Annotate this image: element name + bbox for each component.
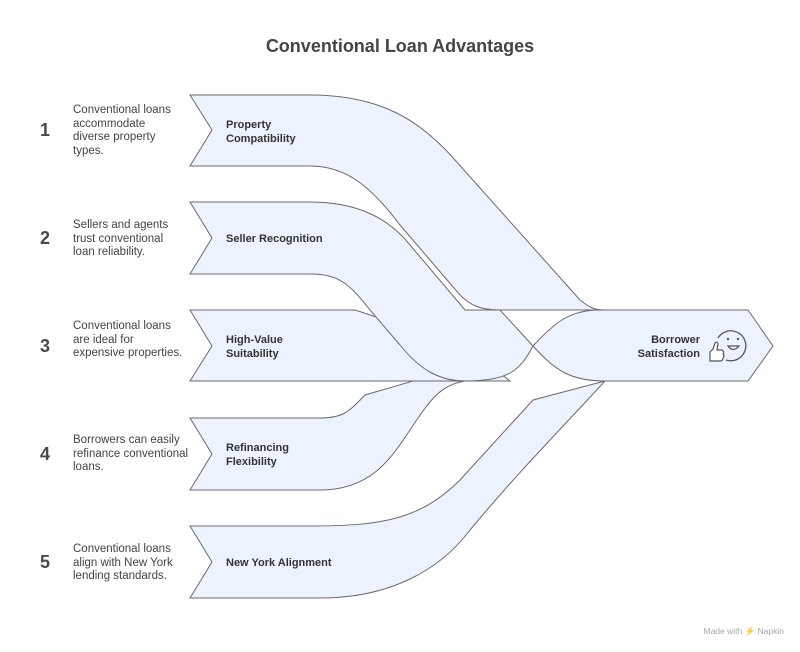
thumbs-up-smiley-icon bbox=[709, 330, 747, 362]
item-label-2: Seller Recognition bbox=[226, 233, 323, 245]
item-number-1: 1 bbox=[40, 120, 51, 140]
item-description-2: Sellers and agents trust conventional lo… bbox=[73, 219, 169, 258]
item-number-3: 3 bbox=[40, 336, 51, 356]
band-4 bbox=[189, 345, 534, 491]
item-number-4: 4 bbox=[40, 444, 51, 464]
outcome-arrow bbox=[532, 309, 774, 382]
item-label-4: Refinancing Flexibility bbox=[226, 442, 289, 468]
diagram-title: Conventional Loan Advantages bbox=[265, 36, 535, 56]
band-2 bbox=[189, 201, 534, 382]
item-description-4: Borrowers can easily refinance conventio… bbox=[73, 434, 189, 473]
item-number-2: 2 bbox=[40, 228, 51, 248]
item-label-1: Property Compatibility bbox=[226, 119, 296, 145]
item-number-5: 5 bbox=[40, 552, 51, 572]
item-label-3: High-Value Suitability bbox=[226, 334, 283, 360]
item-description-5: Conventional loans align with New York l… bbox=[73, 543, 173, 582]
footer-credit: Made with ⚡ Napkin bbox=[703, 626, 784, 636]
item-description-1: Conventional loans accommodate diverse p… bbox=[73, 104, 171, 157]
item-description-3: Conventional loans are ideal for expensi… bbox=[73, 320, 183, 359]
band-5 bbox=[189, 380, 607, 599]
outcome-label: Borrower Satisfaction bbox=[637, 334, 700, 360]
item-label-5: New York Alignment bbox=[226, 557, 332, 569]
